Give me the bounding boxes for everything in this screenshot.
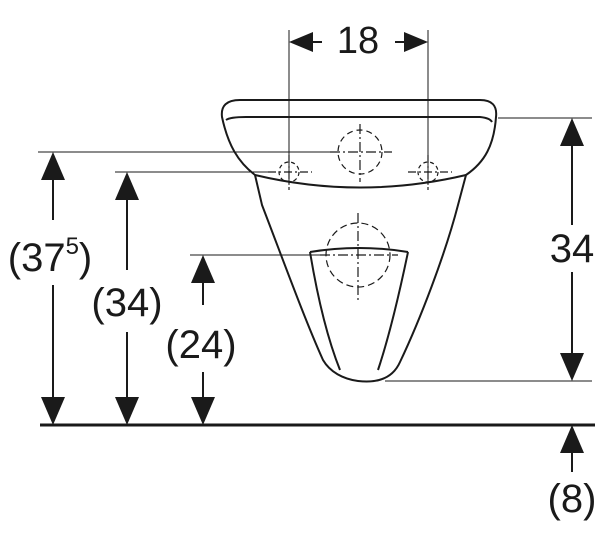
middle-height-label: (34) — [91, 281, 162, 325]
inner-height-label: (24) — [165, 323, 236, 367]
mounting-holes — [268, 124, 452, 300]
bowl-outer-outline — [220, 99, 498, 383]
outer-height-close: ) — [79, 236, 92, 280]
arrow-18-right — [404, 32, 428, 52]
arrow-375-bottom — [41, 397, 65, 425]
toilet-outline — [220, 99, 498, 383]
front-inner-right — [377, 251, 409, 371]
front-inner-left — [309, 251, 341, 371]
arrow-34-left-top — [115, 172, 139, 200]
outer-height-label: (375) — [8, 233, 93, 280]
dimension-lines — [41, 32, 584, 472]
arrow-34-right-top — [560, 118, 584, 146]
outer-height-sup: 5 — [66, 233, 79, 260]
body-step-line — [254, 174, 467, 189]
arrow-24-bottom — [191, 397, 215, 425]
arrow-34-left-bottom — [115, 397, 139, 425]
outer-height-main: (37 — [8, 236, 66, 280]
width-dimension-label: 18 — [337, 20, 379, 62]
floor-offset-label: (8) — [548, 477, 597, 521]
arrow-8-up — [560, 425, 584, 453]
arrow-34-right-bottom — [560, 353, 584, 381]
arrow-24-top — [191, 255, 215, 283]
arrow-375-top — [41, 152, 65, 180]
height-dimension-label: 34 — [550, 227, 595, 271]
front-inner-top — [309, 247, 409, 253]
rim-inner-line — [225, 116, 493, 123]
extension-lines — [38, 30, 592, 382]
arrow-18-left — [289, 32, 313, 52]
